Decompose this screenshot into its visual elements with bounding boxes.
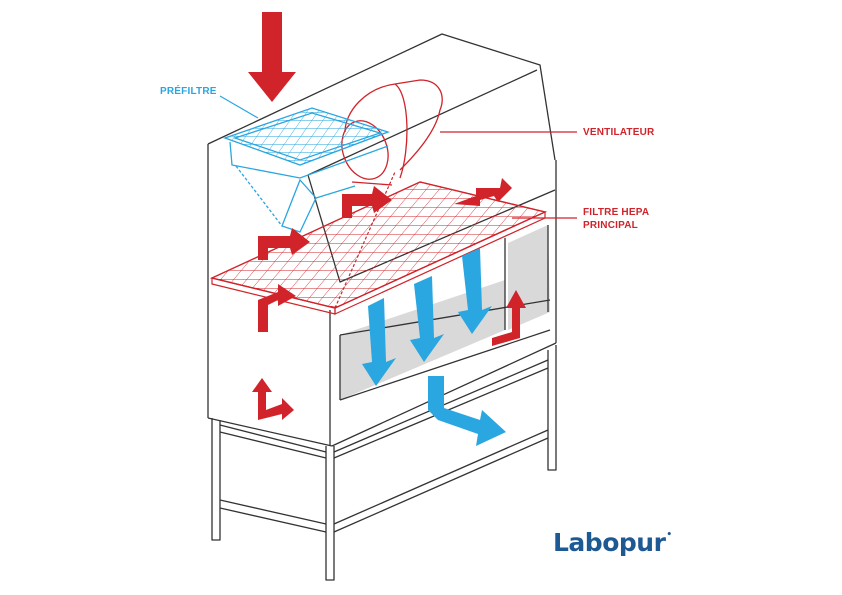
prefilter	[223, 107, 390, 233]
hepa-filter-label-line1: FILTRE HEPA	[583, 207, 650, 218]
arrow-down-icon	[428, 376, 506, 446]
labopur-logo: Labopur•	[553, 528, 672, 557]
fan-label: VENTILATEUR	[583, 127, 655, 138]
prefilter-label: PRÉFILTRE	[160, 86, 217, 97]
arrow-down-icon	[362, 298, 396, 386]
curved-arrow-icon	[258, 284, 296, 332]
blue-airflow-arrows	[362, 248, 506, 446]
red-airflow-arrows	[252, 178, 526, 420]
logo-text: Labopur	[553, 528, 666, 557]
curved-arrow-icon	[454, 178, 512, 206]
hepa-filter-label-line2: PRINCIPAL	[583, 220, 638, 231]
curved-arrow-icon	[252, 378, 294, 420]
air-inlet-arrow	[248, 12, 296, 102]
arrow-down-icon	[458, 248, 492, 334]
arrow-down-icon	[410, 276, 444, 362]
curved-arrow-icon	[258, 228, 310, 260]
label-leaders	[219, 95, 577, 219]
curved-arrow-icon	[492, 290, 526, 346]
logo-mark: •	[666, 530, 672, 540]
curved-arrow-icon	[342, 186, 392, 218]
arrow-down-icon	[248, 12, 296, 102]
